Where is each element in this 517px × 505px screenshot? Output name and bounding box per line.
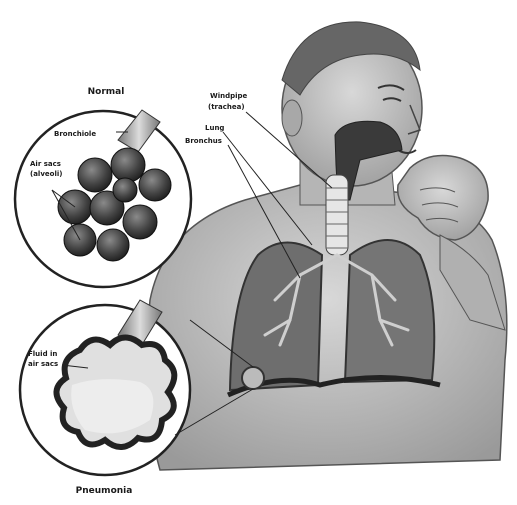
lung-label: Lung [205, 124, 224, 132]
air-sacs-label: Air sacs [30, 160, 61, 168]
trachea-label: (trachea) [208, 103, 245, 111]
normal-label: Normal [88, 87, 125, 97]
fluid-label-2: air sacs [28, 360, 58, 368]
fluid-label: Fluid in [28, 350, 57, 358]
ear [282, 100, 302, 136]
alveoli-label: (alveoli) [30, 170, 62, 178]
trachea [326, 175, 348, 255]
fluid-fill [71, 379, 153, 433]
right-lung [345, 240, 434, 382]
bronchiole-label: Bronchiole [54, 130, 96, 138]
pneumonia-label: Pneumonia [76, 486, 133, 496]
windpipe-label: Windpipe [210, 92, 248, 100]
bronchus-label: Bronchus [185, 137, 222, 145]
lung-alveolus [242, 367, 264, 389]
